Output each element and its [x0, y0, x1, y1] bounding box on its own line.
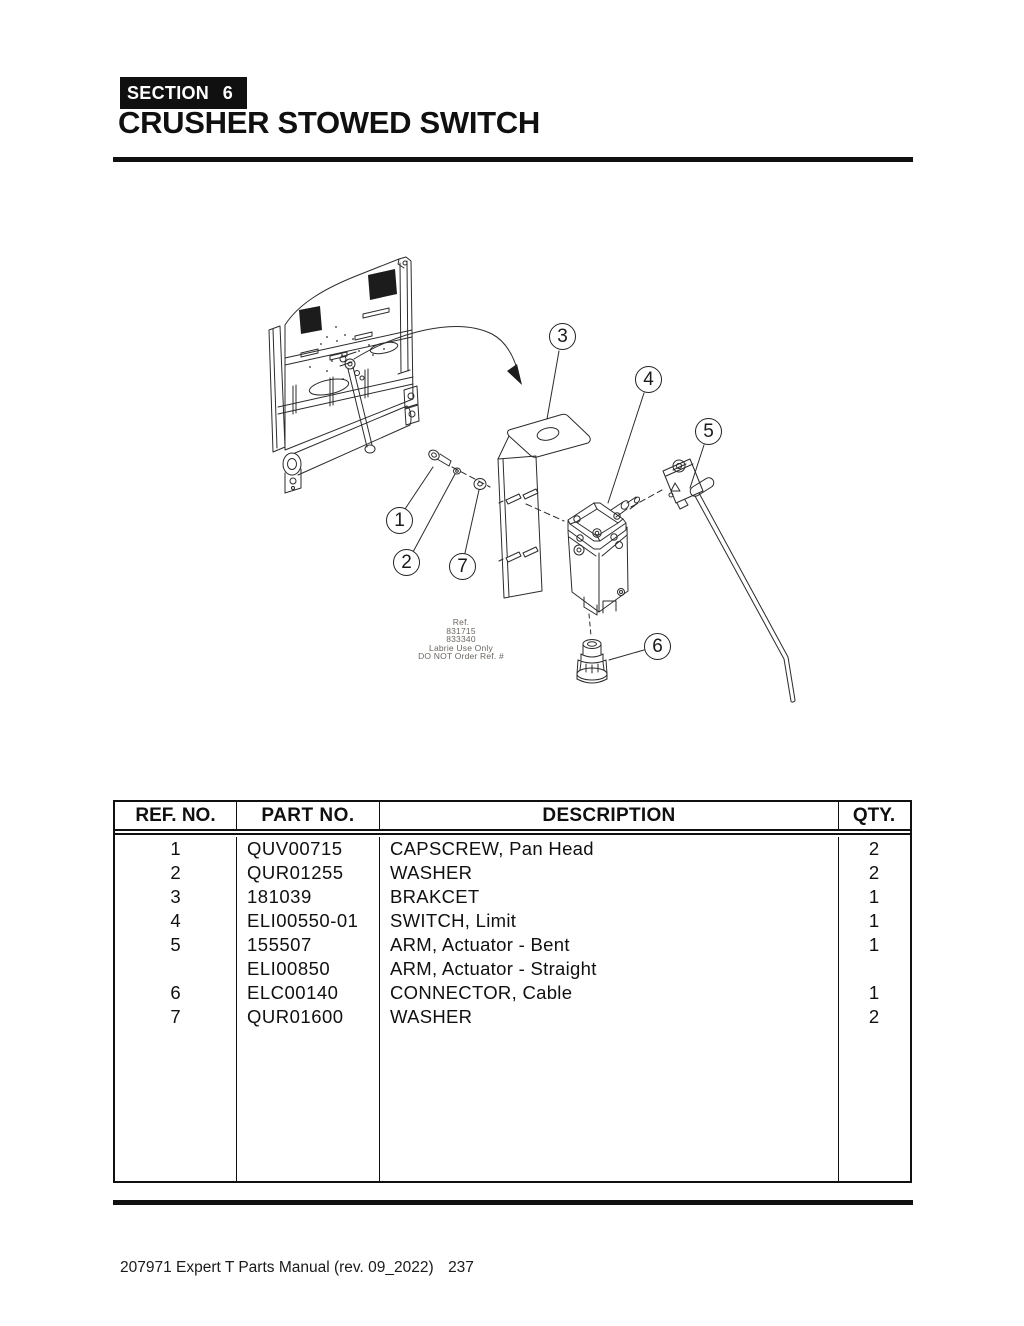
cell-ref-no: 5: [115, 933, 237, 957]
pointer-arrow: [353, 326, 522, 385]
table-row: 4 ELI00550-01 SWITCH, Limit 1: [115, 909, 910, 933]
cell-description: WASHER: [380, 1005, 839, 1029]
header-ref-no: REF. NO.: [115, 802, 237, 829]
cell-ref-no: 2: [115, 861, 237, 885]
header-qty: QTY.: [852, 804, 896, 826]
cell-ref-no: 7: [115, 1005, 237, 1029]
footer-manual-title: 207971 Expert T Parts Manual (rev. 09_20…: [120, 1259, 434, 1276]
bracket-drawing: [497, 413, 591, 599]
callout-5-label: 5: [703, 420, 714, 442]
table-row: 5 155507 ARM, Actuator - Bent 1: [115, 933, 910, 957]
leader-lines: [404, 350, 705, 661]
section-number: 6: [222, 82, 233, 103]
cell-qty: 1: [868, 886, 880, 907]
cell-qty: 1: [868, 934, 880, 955]
table-row: ELI00850 ARM, Actuator - Straight: [115, 957, 910, 981]
limit-switch-drawing: [567, 496, 641, 616]
callout-7-label: 7: [457, 555, 468, 577]
washer2-drawing: [453, 467, 461, 475]
ref-note-line: Labrie Use Only: [429, 642, 493, 653]
footer-page-number: 237: [448, 1259, 474, 1276]
page-title: CRUSHER STOWED SWITCH: [118, 105, 540, 140]
cell-description: BRAKCET: [380, 885, 839, 909]
table-header-row: REF. NO. PART NO. DESCRIPTION QTY.: [115, 802, 910, 831]
table-empty-space: [115, 1029, 910, 1181]
cell-part-no: ELI00550-01: [237, 909, 380, 933]
cell-description: WASHER: [380, 861, 839, 885]
cell-qty: 2: [868, 1006, 880, 1027]
callout-1-label: 1: [394, 509, 405, 531]
table-row: 3 181039 BRAKCET 1: [115, 885, 910, 909]
cell-part-no: 181039: [237, 885, 380, 909]
callout-7: 7: [449, 553, 476, 580]
cable-connector-drawing: [576, 639, 608, 684]
cell-part-no: 155507: [237, 933, 380, 957]
cell-description: SWITCH, Limit: [380, 909, 839, 933]
cell-part-no: QUV00715: [237, 837, 380, 861]
cell-qty: [839, 957, 909, 981]
header-part-no: PART NO.: [237, 802, 380, 829]
table-row: 7 QUR01600 WASHER 2: [115, 1005, 910, 1029]
alignment-dashes: [451, 466, 663, 637]
cell-description: ARM, Actuator - Bent: [380, 933, 839, 957]
cell-part-no: QUR01600: [237, 1005, 380, 1029]
cell-part-no: ELI00850: [237, 957, 380, 981]
header-double-rule: [115, 833, 910, 835]
callout-6-label: 6: [652, 635, 663, 657]
cell-ref-no: 1: [115, 837, 237, 861]
cell-qty: 1: [868, 910, 880, 931]
actuator-arm-drawing: [662, 458, 796, 703]
cell-ref-no: 4: [115, 909, 237, 933]
ref-note-line: Ref.: [452, 617, 470, 627]
ref-note: Ref. 831715 833340 Labrie Use Only DO NO…: [381, 618, 541, 661]
callout-1: 1: [386, 507, 413, 534]
table-row: 2 QUR01255 WASHER 2: [115, 861, 910, 885]
callout-4-label: 4: [643, 368, 654, 390]
table-body: 1 QUV00715 CAPSCREW, Pan Head 2 2 QUR012…: [115, 835, 910, 1181]
washer7-drawing: [473, 478, 487, 490]
callout-2: 2: [393, 549, 420, 576]
callout-2-label: 2: [401, 551, 412, 573]
title-rule: [113, 157, 913, 162]
section-banner: SECTION 6: [120, 77, 247, 109]
cell-description: ARM, Actuator - Straight: [380, 957, 839, 981]
callout-3: 3: [549, 323, 576, 350]
section-label: SECTION: [127, 82, 210, 103]
callout-5: 5: [695, 418, 722, 445]
parts-table: REF. NO. PART NO. DESCRIPTION QTY. 1 QUV…: [113, 800, 912, 1183]
cell-ref-no: [115, 957, 237, 981]
ref-note-line: DO NOT Order Ref. #: [418, 651, 504, 662]
cell-part-no: QUR01255: [237, 861, 380, 885]
cell-ref-no: 6: [115, 981, 237, 1005]
callout-3-label: 3: [557, 325, 568, 347]
cell-qty: 2: [868, 838, 880, 859]
callout-4: 4: [635, 366, 662, 393]
crusher-panel-drawing: [268, 256, 420, 494]
capscrew-drawing: [428, 449, 452, 467]
cell-description: CONNECTOR, Cable: [380, 981, 839, 1005]
header-description: DESCRIPTION: [380, 802, 839, 829]
cell-qty: 2: [868, 862, 880, 883]
footer-rule: [113, 1200, 913, 1205]
callout-6: 6: [644, 633, 671, 660]
cell-description: CAPSCREW, Pan Head: [380, 837, 839, 861]
cell-ref-no: 3: [115, 885, 237, 909]
ref-note-line: 833340: [446, 634, 476, 645]
table-row: 1 QUV00715 CAPSCREW, Pan Head 2: [115, 837, 910, 861]
cell-part-no: ELC00140: [237, 981, 380, 1005]
ref-note-line: 831715: [446, 625, 476, 636]
table-row: 6 ELC00140 CONNECTOR, Cable 1: [115, 981, 910, 1005]
cell-qty: 1: [868, 982, 880, 1003]
